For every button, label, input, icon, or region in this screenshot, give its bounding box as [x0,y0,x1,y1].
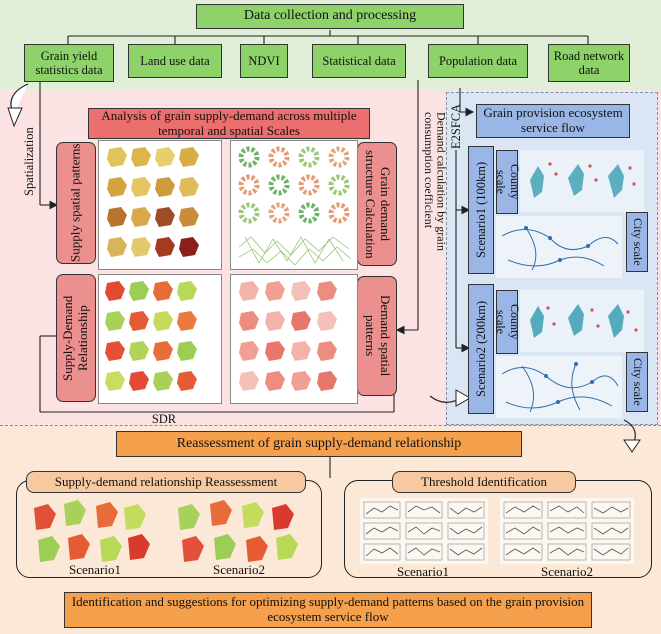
land-use-box: Land use data [128,44,222,78]
grain-demand-box: Grain demand structure Calculation [357,142,397,266]
road-network-box: Road network data [548,44,630,82]
demand-maps [239,281,337,391]
demand-structure-panel [230,140,358,270]
city-flow-panel-1 [496,216,622,278]
city-scale-box-2: City scale [626,352,648,412]
city-flow-network-2 [501,362,619,413]
demand-calc-label: Demand calculation by grain consumption … [422,112,449,251]
county-scale-box-1: County scale [494,150,522,214]
data-collection-title: Data collection and processing [196,4,464,29]
service-flow-title: Grain provision ecosystem service flow [476,104,630,138]
supply-map-panel [98,140,222,270]
sdr-label: SDR [151,412,177,426]
reassessment-scenario2-label: Scenario2 [213,562,265,577]
county-flow-maps-1 [530,162,636,198]
county-scale-box-2: County scale [494,290,522,354]
supply-demand-maps [105,281,197,391]
statistical-box: Statistical data [312,44,406,78]
supply-demand-box: Supply-Demand Relationship [56,274,96,402]
threshold-frame-title: Threshold Identification [392,471,576,493]
demand-pie-charts [238,146,352,266]
scenario1-box: Scenario1 (100km) [468,146,494,274]
city-scale-box-1: City scale [626,212,648,272]
analysis-title: Analysis of grain supply-demand across m… [88,108,370,139]
ndvi-box: NDVI [240,44,288,78]
demand-patterns-box: Demand spatial patterns [357,276,397,396]
spatialization-label: Spatialization [22,127,37,197]
county-flow-maps-2 [530,304,638,338]
reassessment-scenario1-label: Scenario1 [69,562,121,577]
final-suggestions-box: Identification and suggestions for optim… [64,592,592,628]
threshold-scenario1-label: Scenario1 [397,564,449,579]
grain-yield-box: Grain yield statistics data [24,44,114,82]
reassessment-map-2 [172,496,308,562]
reassessment-frame-title: Supply-demand relationship Reassessment [26,471,306,493]
reassessment-title: Reassessment of grain supply-demand rela… [116,431,522,457]
threshold-charts-1 [360,498,488,564]
demand-map-panel [230,274,358,404]
city-flow-panel-2 [496,356,622,418]
reassessment-map-1 [28,496,158,562]
scenario2-box: Scenario2 (200km) [468,284,494,414]
threshold-charts-2 [500,498,634,564]
county-flow-panel-2 [520,290,644,352]
county-flow-panel-1 [520,150,644,212]
supply-demand-map-panel [98,274,222,404]
population-box: Population data [428,44,528,78]
city-flow-network-1 [501,226,619,271]
supply-patterns-box: Supply spatial patterns [56,142,96,264]
supply-maps [107,147,199,257]
e2sfca-label: E2SFCA [449,103,464,149]
threshold-scenario2-label: Scenario2 [541,564,593,579]
